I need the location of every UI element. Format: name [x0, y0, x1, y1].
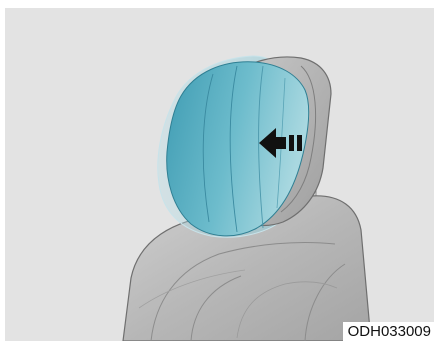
figure-code: ODH033009 [343, 322, 434, 341]
illustration-frame: ODH033009 [5, 8, 434, 341]
headrest-illustration [5, 8, 434, 341]
